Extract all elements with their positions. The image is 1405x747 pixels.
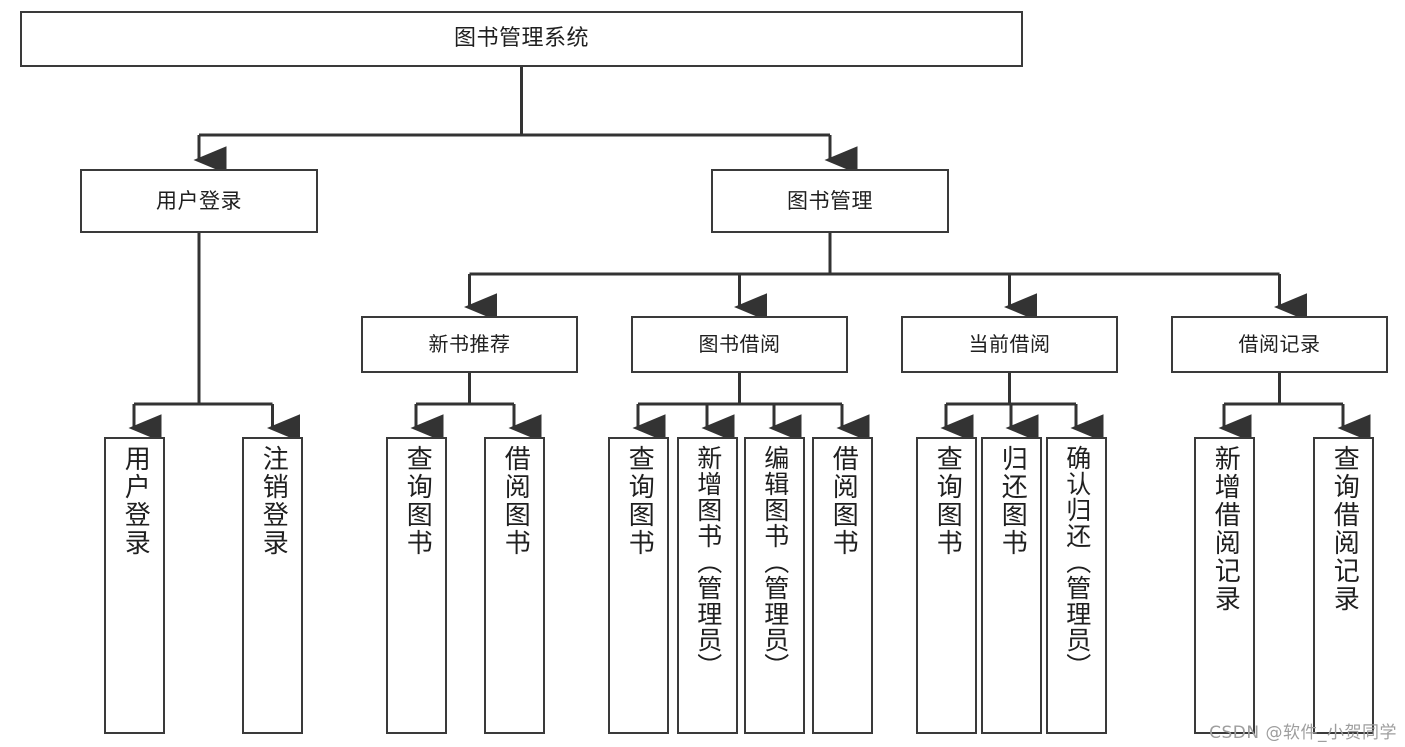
node-root-label: 图书管理系统 <box>453 26 589 52</box>
leaf-confirm-return-admin[interactable]: 确认归还（管理员） <box>1046 437 1107 734</box>
leaf-borrow-book-label: 借阅图书 <box>828 445 859 557</box>
leaf-logout[interactable]: 注销登录 <box>242 437 303 734</box>
node-current-borrow[interactable]: 当前借阅 <box>901 316 1118 373</box>
leaf-query-borrow-record[interactable]: 查询借阅记录 <box>1313 437 1374 734</box>
node-borrow-record[interactable]: 借阅记录 <box>1171 316 1388 373</box>
node-book-borrow[interactable]: 图书借阅 <box>631 316 848 373</box>
leaf-user-login[interactable]: 用户登录 <box>104 437 165 734</box>
node-current-borrow-label: 当前借阅 <box>968 332 1051 356</box>
csdn-watermark: CSDN @软件_小贺同学 <box>1209 723 1397 743</box>
leaf-add-book-admin-label: 新增图书（管理员） <box>693 445 723 679</box>
leaf-query-book-current-label: 查询图书 <box>932 445 963 557</box>
leaf-query-book-current[interactable]: 查询图书 <box>916 437 977 734</box>
leaf-borrow-book-recommend-label: 借阅图书 <box>500 445 531 557</box>
leaf-confirm-return-admin-label: 确认归还（管理员） <box>1062 445 1092 679</box>
leaf-query-book-borrow[interactable]: 查询图书 <box>608 437 669 734</box>
leaf-return-book[interactable]: 归还图书 <box>981 437 1042 734</box>
leaf-add-borrow-record-label: 新增借阅记录 <box>1210 445 1241 613</box>
leaf-query-book-recommend-label: 查询图书 <box>402 445 433 557</box>
leaf-borrow-book-recommend[interactable]: 借阅图书 <box>484 437 545 734</box>
node-root[interactable]: 图书管理系统 <box>20 11 1023 67</box>
node-book-management-label: 图书管理 <box>787 188 873 213</box>
node-book-borrow-label: 图书借阅 <box>698 332 781 356</box>
leaf-query-borrow-record-label: 查询借阅记录 <box>1329 445 1360 613</box>
leaf-return-book-label: 归还图书 <box>997 445 1028 557</box>
node-borrow-record-label: 借阅记录 <box>1238 332 1321 356</box>
node-book-management[interactable]: 图书管理 <box>711 169 949 233</box>
node-user-login[interactable]: 用户登录 <box>80 169 318 233</box>
leaf-add-borrow-record[interactable]: 新增借阅记录 <box>1194 437 1255 734</box>
leaf-user-login-label: 用户登录 <box>120 445 151 557</box>
leaf-edit-book-admin-label: 编辑图书（管理员） <box>760 445 790 679</box>
node-new-book-recommend[interactable]: 新书推荐 <box>361 316 578 373</box>
leaf-add-book-admin[interactable]: 新增图书（管理员） <box>677 437 738 734</box>
leaf-edit-book-admin[interactable]: 编辑图书（管理员） <box>744 437 805 734</box>
node-new-book-recommend-label: 新书推荐 <box>428 332 511 356</box>
leaf-logout-label: 注销登录 <box>258 445 289 557</box>
leaf-query-book-borrow-label: 查询图书 <box>624 445 655 557</box>
leaf-query-book-recommend[interactable]: 查询图书 <box>386 437 447 734</box>
node-user-login-label: 用户登录 <box>156 188 242 213</box>
leaf-borrow-book[interactable]: 借阅图书 <box>812 437 873 734</box>
